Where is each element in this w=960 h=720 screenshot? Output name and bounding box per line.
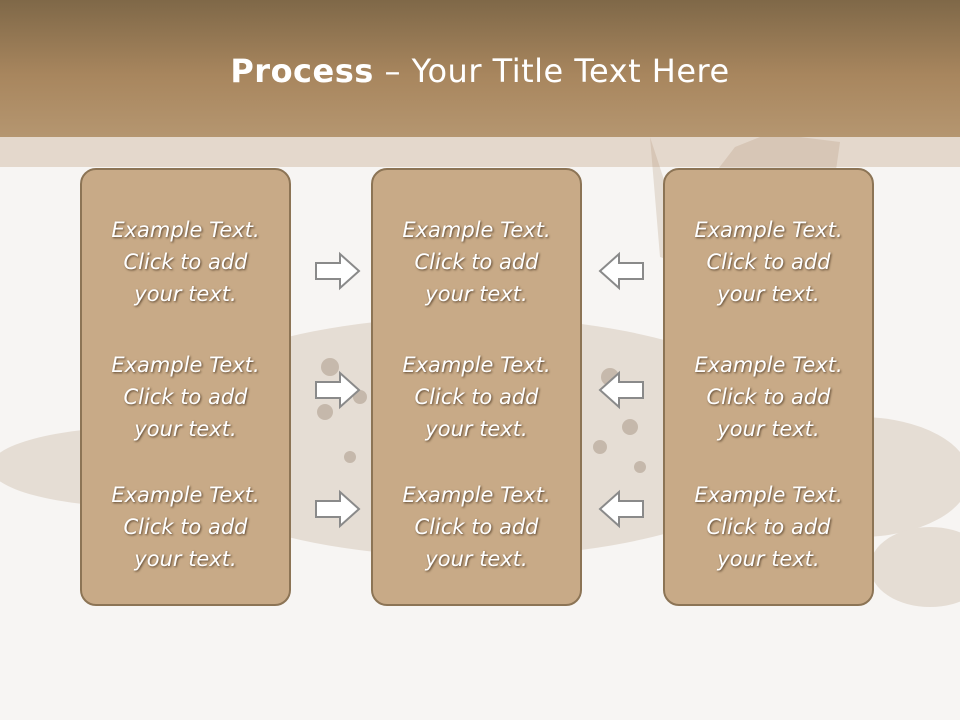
process-box-right[interactable]: Example Text. Click to add your text. Ex… <box>663 168 874 606</box>
text-placeholder[interactable]: Example Text. Click to add your text. <box>82 214 289 310</box>
text-line: Click to add <box>706 385 831 409</box>
text-placeholder[interactable]: Example Text. Click to add your text. <box>665 214 872 310</box>
text-line: Example Text. <box>694 218 843 242</box>
process-box-left[interactable]: Example Text. Click to add your text. Ex… <box>80 168 291 606</box>
left-arrow-icon[interactable] <box>597 370 645 410</box>
right-arrow-icon[interactable] <box>314 489 362 529</box>
text-line: Example Text. <box>402 353 551 377</box>
text-line: your text. <box>134 417 237 441</box>
left-arrow-icon[interactable] <box>597 489 645 529</box>
text-line: your text. <box>134 282 237 306</box>
text-line: Example Text. <box>111 218 260 242</box>
text-placeholder[interactable]: Example Text. Click to add your text. <box>373 349 580 445</box>
text-line: Example Text. <box>694 483 843 507</box>
text-line: Click to add <box>123 250 248 274</box>
left-arrow-icon[interactable] <box>597 251 645 291</box>
text-line: Example Text. <box>402 483 551 507</box>
text-line: Click to add <box>706 515 831 539</box>
text-line: Example Text. <box>111 353 260 377</box>
right-arrow-icon[interactable] <box>314 251 362 291</box>
text-line: Click to add <box>123 385 248 409</box>
title-rest-part: – Your Title Text Here <box>373 52 730 90</box>
text-line: Click to add <box>414 385 539 409</box>
text-line: Example Text. <box>694 353 843 377</box>
text-placeholder[interactable]: Example Text. Click to add your text. <box>665 479 872 575</box>
text-line: Click to add <box>414 250 539 274</box>
text-line: Click to add <box>414 515 539 539</box>
text-line: your text. <box>717 547 820 571</box>
title-bold-part: Process <box>230 52 374 90</box>
text-line: Click to add <box>706 250 831 274</box>
process-box-center[interactable]: Example Text. Click to add your text. Ex… <box>371 168 582 606</box>
text-line: Example Text. <box>402 218 551 242</box>
text-line: your text. <box>425 417 528 441</box>
text-line: your text. <box>717 417 820 441</box>
title-bar <box>0 0 960 137</box>
title-underline-band <box>0 137 960 167</box>
text-line: Click to add <box>123 515 248 539</box>
text-line: your text. <box>134 547 237 571</box>
text-line: Example Text. <box>111 483 260 507</box>
text-placeholder[interactable]: Example Text. Click to add your text. <box>82 479 289 575</box>
text-placeholder[interactable]: Example Text. Click to add your text. <box>373 479 580 575</box>
text-line: your text. <box>717 282 820 306</box>
slide-title[interactable]: Process – Your Title Text Here <box>0 52 960 90</box>
text-placeholder[interactable]: Example Text. Click to add your text. <box>82 349 289 445</box>
text-line: your text. <box>425 282 528 306</box>
right-arrow-icon[interactable] <box>314 370 362 410</box>
text-placeholder[interactable]: Example Text. Click to add your text. <box>373 214 580 310</box>
text-line: your text. <box>425 547 528 571</box>
text-placeholder[interactable]: Example Text. Click to add your text. <box>665 349 872 445</box>
